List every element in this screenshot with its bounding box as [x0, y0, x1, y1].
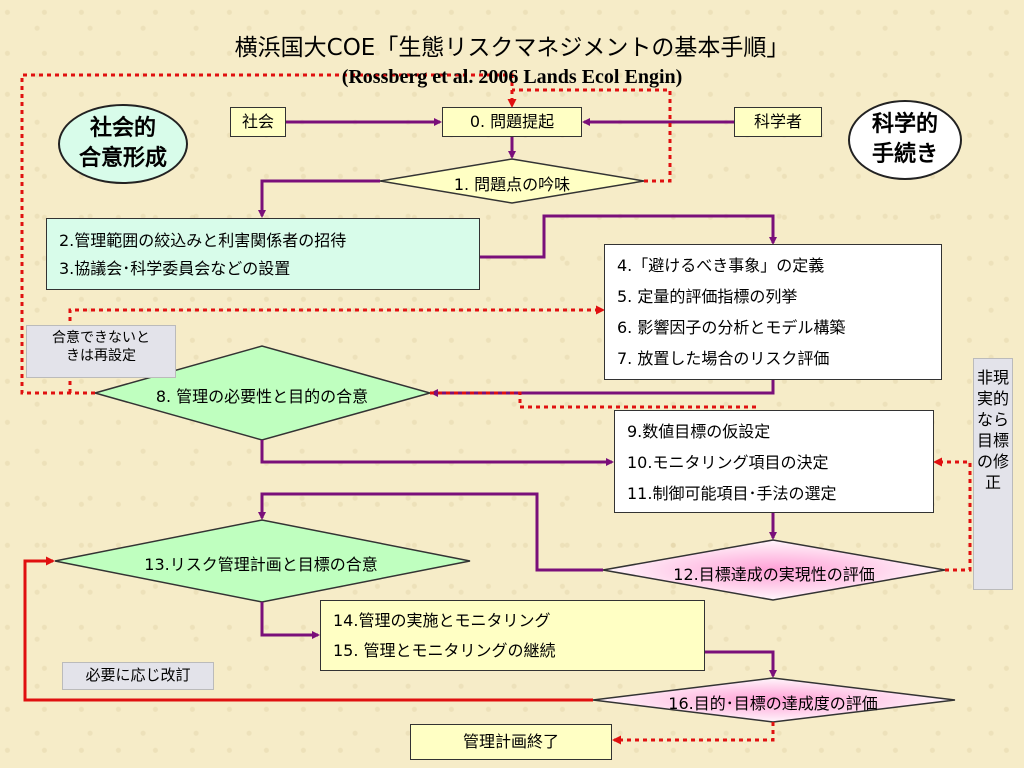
arrow-13-to-14: [260, 602, 320, 639]
box-end: 管理計画終了: [410, 724, 612, 760]
step11-text: 11.制御可能項目･手法の選定: [627, 484, 837, 503]
dotted-12-to-9: [933, 457, 972, 572]
step4-text: 4.「避けるべき事象」の定義: [617, 256, 825, 275]
note-reset-line2: きは再設定: [66, 348, 136, 365]
dotted-1-to-right: [512, 88, 672, 183]
step6-text: 6. 影響因子の分析とモデル構築: [617, 318, 846, 337]
note-reset: 合意できないと きは再設定: [26, 325, 176, 378]
arrow-15-to-16: [705, 650, 777, 678]
label-step1: 1. 問題点の吟味: [453, 175, 571, 194]
arrow-16-to-13: [23, 556, 593, 702]
dotted-16-to-end: [612, 722, 775, 745]
arrow-12-to-13: [258, 492, 603, 572]
step10-text: 10.モニタリング項目の決定: [627, 453, 829, 472]
page-title: 横浜国大COE「生態リスクマネジメントの基本手順」: [234, 35, 790, 61]
oval-social-consensus: 社会的合意形成: [58, 104, 188, 184]
label-step13: 13.リスク管理計画と目標の合意: [144, 555, 378, 574]
arrow-3-to-4: [480, 214, 777, 259]
label-step16: 16.目的･目標の達成度の評価: [668, 694, 878, 713]
oval-scientific-procedure: 科学的手続き: [848, 100, 962, 180]
oval-social-line1: 社会的: [89, 116, 156, 142]
box-kagakusha: 科学者: [734, 107, 822, 137]
label-step12: 12.目標達成の実現性の評価: [673, 565, 875, 584]
diamond-step16: [592, 677, 956, 723]
step3-text: 3.協議会･科学委員会などの設置: [59, 259, 291, 278]
dotted-loop-top: [20, 73, 517, 395]
note-unrealistic: 非現実的なら目標の修正: [973, 358, 1013, 590]
note-reset-line1: 合意できないと: [52, 330, 150, 346]
box-shakai: 社会: [230, 107, 286, 137]
box-steps2-3: 2.管理範囲の絞込みと利害関係者の招待 3.協議会･科学委員会などの設置: [46, 218, 480, 290]
step9-text: 9.数値目標の仮設定: [627, 422, 771, 441]
box-steps14-15: 14.管理の実施とモニタリング 15. 管理とモニタリングの継続: [320, 600, 705, 671]
oval-scientific-line1: 科学的: [871, 112, 938, 138]
step14-text: 14.管理の実施とモニタリング: [333, 611, 551, 630]
box-steps4-7: 4.「避けるべき事象」の定義 5. 定量的評価指標の列挙 6. 影響因子の分析と…: [604, 244, 942, 380]
oval-social-line2: 合意形成: [78, 146, 167, 171]
arrow-8-to-9: [260, 440, 614, 466]
box-step0: 0. 問題提起: [442, 107, 582, 137]
box-steps9-11: 9.数値目標の仮設定 10.モニタリング項目の決定 11.制御可能項目･手法の選…: [614, 410, 934, 513]
step7-text: 7. 放置した場合のリスク評価: [617, 349, 830, 368]
page-subtitle: (Rossberg et al. 2006 Lands Ecol Engin): [341, 66, 683, 88]
arrow-1-to-2: [258, 179, 380, 218]
oval-scientific-line2: 手続き: [871, 142, 938, 167]
label-step8: 8. 管理の必要性と目的の合意: [155, 387, 369, 406]
arrow-7-to-8: [430, 379, 775, 397]
diamond-step13: [54, 519, 471, 603]
step2-text: 2.管理範囲の絞込みと利害関係者の招待: [59, 231, 347, 250]
note-revise: 必要に応じ改訂: [62, 662, 214, 690]
step15-text: 15. 管理とモニタリングの継続: [333, 641, 556, 660]
step5-text: 5. 定量的評価指標の列挙: [617, 287, 798, 306]
